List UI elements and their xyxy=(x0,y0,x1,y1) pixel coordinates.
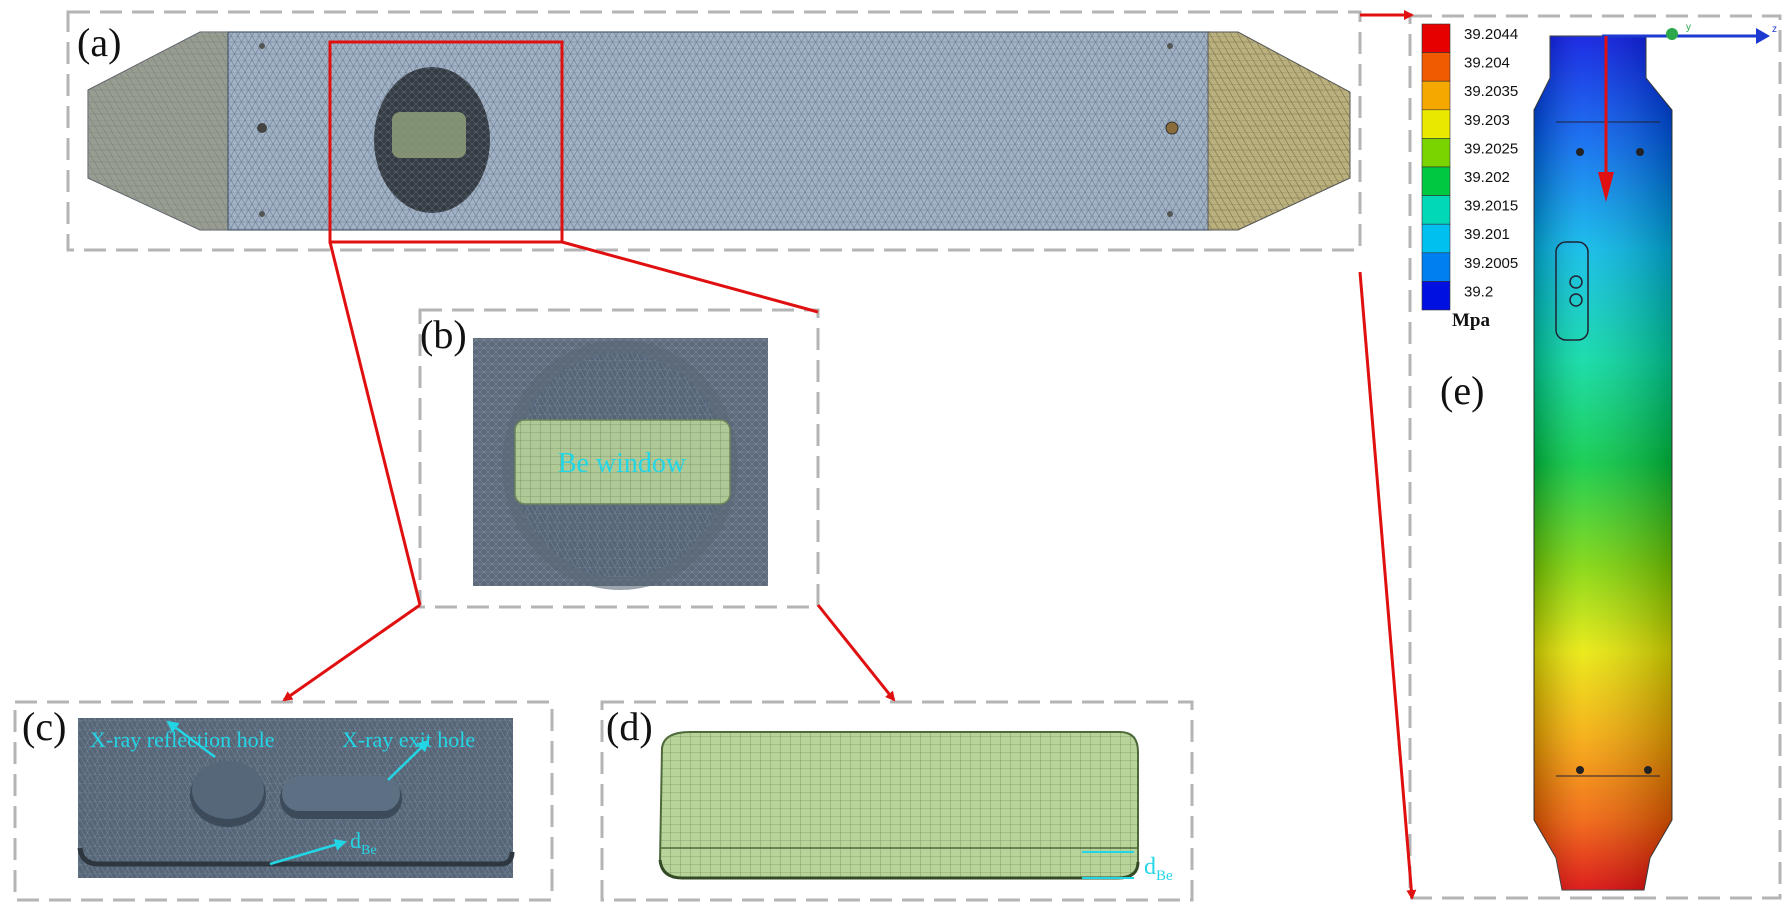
stress-legend: 39.2044 39.204 39.2035 39.203 39.2025 39.202 3… xyxy=(1421,23,1518,311)
axis-z-label: z xyxy=(1772,24,1777,35)
panel-d: dBe xyxy=(600,700,1194,902)
panel-a-frame xyxy=(66,10,1362,252)
stress-contour-body xyxy=(1533,35,1673,891)
panel-label-d: (d) xyxy=(606,704,653,749)
legend-swatch xyxy=(1421,138,1451,168)
panel-label-e: (e) xyxy=(1440,368,1484,413)
thickness-label-c: dBe xyxy=(350,828,377,858)
panel-c: X-ray reflection hole X-ray exit hole dB… xyxy=(13,700,554,902)
legend-swatch xyxy=(1421,109,1451,139)
legend-swatch xyxy=(1421,281,1451,311)
panel-label-a: (a) xyxy=(77,20,121,65)
legend-value: 39.2015 xyxy=(1464,198,1518,215)
panel-e-frame xyxy=(1408,14,1782,900)
pressure-arrow-head xyxy=(1598,172,1614,202)
legend-value: 39.203 xyxy=(1464,112,1510,129)
panel-a xyxy=(66,10,1362,252)
be-window-label: Be window xyxy=(558,448,687,479)
exit-hole-label: X-ray exit hole xyxy=(342,727,475,752)
be-window xyxy=(514,419,731,505)
legend-value: 39.204 xyxy=(1464,55,1510,72)
axis-triad: z y xyxy=(1602,22,1777,44)
legend-unit: Mpa xyxy=(1452,310,1491,331)
legend-swatch xyxy=(1421,195,1451,225)
legend-swatch xyxy=(1421,80,1451,111)
be-window-solid xyxy=(658,731,1139,879)
thickness-label-d: dBe xyxy=(1144,854,1173,884)
legend-swatch xyxy=(1421,166,1451,196)
panel-label-b: (b) xyxy=(420,312,467,357)
legend-swatch xyxy=(1421,252,1451,282)
tool-body-mesh xyxy=(87,31,1351,231)
panel-b: Be window xyxy=(418,308,820,609)
callout-arrows xyxy=(282,10,1417,900)
legend-swatch xyxy=(1421,23,1451,53)
legend-value: 39.2035 xyxy=(1464,83,1518,100)
legend-value: 39.202 xyxy=(1464,169,1510,186)
legend-value: 39.201 xyxy=(1464,226,1510,243)
axis-y-label: y xyxy=(1686,22,1691,33)
legend-value: 39.2044 xyxy=(1464,26,1518,43)
panel-c-frame xyxy=(13,700,554,902)
panel-d-frame xyxy=(600,700,1194,902)
panel-label-c: (c) xyxy=(22,704,66,749)
legend-value: 39.2025 xyxy=(1464,140,1518,157)
zoom-box xyxy=(328,40,564,244)
legend-swatch xyxy=(1421,223,1451,254)
legend-swatch xyxy=(1421,52,1451,82)
legend-value: 39.2 xyxy=(1464,283,1493,300)
panel-e: 39.2044 39.204 39.2035 39.203 39.2025 39.202 3… xyxy=(1408,14,1782,900)
legend-value: 39.2005 xyxy=(1464,255,1518,272)
panel-b-frame xyxy=(418,308,820,609)
reflection-hole-label: X-ray reflection hole xyxy=(90,727,274,752)
